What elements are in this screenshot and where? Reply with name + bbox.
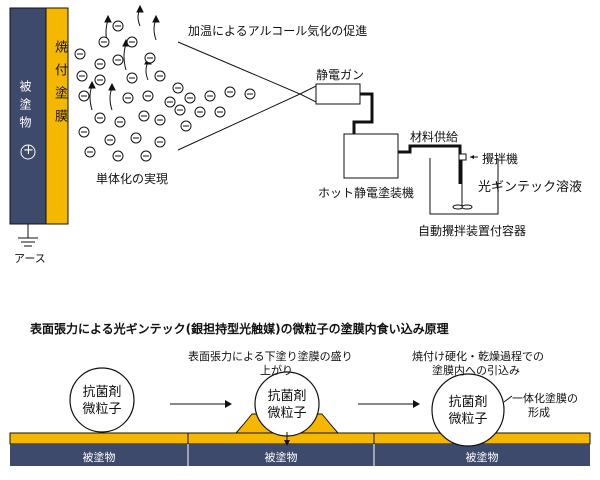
machine-label: ホット静電塗装機: [318, 186, 415, 200]
substrate-label-1: 被塗物: [82, 451, 116, 464]
particle-step3-line1: 抗菌剤: [448, 395, 488, 410]
bottom-title: 表面張力による光ギンテック(銀担持型光触媒)の微粒子の塗膜内食い込み原理: [30, 322, 449, 336]
gun-cable: [352, 92, 374, 134]
vapor-arrows: [88, 4, 160, 111]
step3-side-line2: 形成: [528, 406, 550, 419]
particle-step1-line2: 微粒子: [82, 402, 122, 417]
ion-minus-signs: [77, 25, 253, 157]
earth-label: アース: [14, 252, 46, 265]
spray-cone: [177, 41, 302, 151]
substrate-panel: [9, 7, 47, 225]
earth-symbol: [18, 224, 38, 247]
heating-caption: 加温によるアルコール気化の促進: [188, 24, 368, 38]
coating-machine: [343, 133, 399, 179]
plus-symbol: +: [23, 143, 34, 158]
gun-nozzle: [298, 85, 317, 103]
substrate-label-3: 被塗物: [465, 451, 499, 464]
solution-label: 光ギンテック溶液: [478, 180, 583, 195]
container-label: 自動攪拌装置付容器: [418, 224, 527, 238]
step3-caption-line2: 塗膜内への引込み: [432, 364, 520, 377]
particle-step2-line2: 微粒子: [267, 406, 307, 421]
negative-ions: [74, 20, 256, 162]
gun-label: 静電ガン: [316, 68, 365, 82]
step2-caption-line2: 上がり: [260, 364, 293, 377]
particle-step3-label: 抗菌剤 微粒子: [428, 394, 508, 428]
agitator-label: 攪拌機: [482, 152, 519, 166]
supply-hose: [398, 144, 462, 184]
film-panel: [45, 7, 69, 225]
substrate-label-2: 被塗物: [264, 451, 298, 464]
gun-body: [315, 83, 361, 105]
bottom-film-strip: [9, 432, 591, 445]
container: [429, 158, 499, 215]
step3-caption-line1: 焼付け硬化・乾燥過程での: [412, 350, 544, 363]
object-label: 被塗物: [18, 80, 32, 134]
particle-step1: [69, 367, 135, 433]
step-arrow-head-2: [413, 400, 420, 408]
particle-step1-line1: 抗菌剤: [82, 385, 122, 400]
particle-step2-label: 抗菌剤 微粒子: [247, 388, 327, 422]
step2-caption-line1: 表面張力による下塗り塗膜の盛り: [188, 350, 353, 363]
unification-label: 単体化の実現: [96, 172, 169, 186]
bottom-substrate-strip: [10, 444, 590, 466]
step-arrow-head-1: [225, 400, 232, 408]
agitator-motor: [458, 153, 467, 161]
step3-side-line1: 一体化塗膜の: [512, 392, 578, 405]
material-supply-label: 材料供給: [410, 130, 459, 144]
particle-step3: [431, 373, 505, 447]
film-label: 焼付塗膜: [52, 40, 67, 132]
particle-step3-line2: 微粒子: [448, 412, 488, 427]
plus-circle: [20, 144, 36, 160]
particle-step1-label: 抗菌剤 微粒子: [62, 384, 142, 418]
particle-step2-line1: 抗菌剤: [267, 389, 307, 404]
